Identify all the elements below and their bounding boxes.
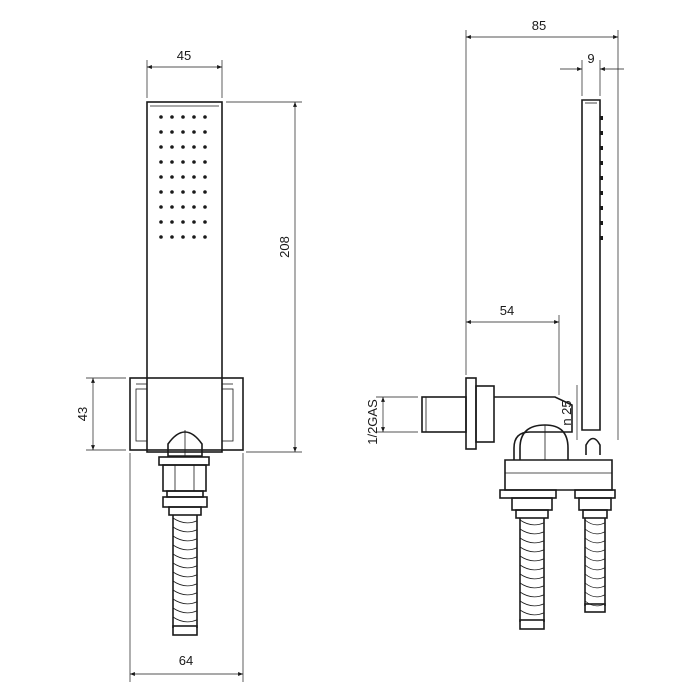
spray-nozzles bbox=[159, 115, 207, 239]
dim-head-thickness: 9 bbox=[560, 51, 624, 96]
dim-outlet-offset: 54 bbox=[466, 303, 560, 395]
side-view: 85 9 54 n 25 1/2GAS bbox=[365, 18, 624, 630]
dim-label-45: 45 bbox=[177, 48, 191, 63]
dim-front-width: 45 bbox=[146, 48, 223, 98]
handle-cone bbox=[167, 431, 203, 457]
side-hoses bbox=[519, 518, 606, 630]
dim-label-208: 208 bbox=[277, 236, 292, 258]
dim-label-thread: 1/2GAS bbox=[365, 399, 380, 445]
dim-base-width: 64 bbox=[129, 453, 244, 682]
hose bbox=[172, 515, 198, 636]
front-view: 45 208 43 64 bbox=[75, 48, 302, 682]
dim-label-85: 85 bbox=[532, 18, 546, 33]
wall-flange bbox=[465, 377, 495, 450]
dim-front-height: 208 bbox=[226, 101, 302, 453]
handset-body bbox=[146, 101, 223, 453]
elbow-body bbox=[494, 396, 573, 460]
hose-nut bbox=[158, 456, 210, 516]
dim-outlet-size: n 25 bbox=[559, 385, 578, 440]
dim-label-54: 54 bbox=[500, 303, 514, 318]
dim-label-64: 64 bbox=[179, 653, 193, 668]
dim-label-n25: n 25 bbox=[559, 400, 574, 425]
dim-thread: 1/2GAS bbox=[365, 396, 418, 445]
dim-side-depth: 85 bbox=[465, 18, 619, 440]
handset-side bbox=[581, 99, 603, 455]
dim-label-9: 9 bbox=[587, 51, 594, 66]
gas-pipe bbox=[421, 396, 467, 433]
dim-label-43: 43 bbox=[75, 407, 90, 421]
dim-bracket-height: 43 bbox=[75, 377, 126, 451]
connector-block bbox=[499, 459, 616, 519]
wall-bracket bbox=[129, 377, 244, 451]
